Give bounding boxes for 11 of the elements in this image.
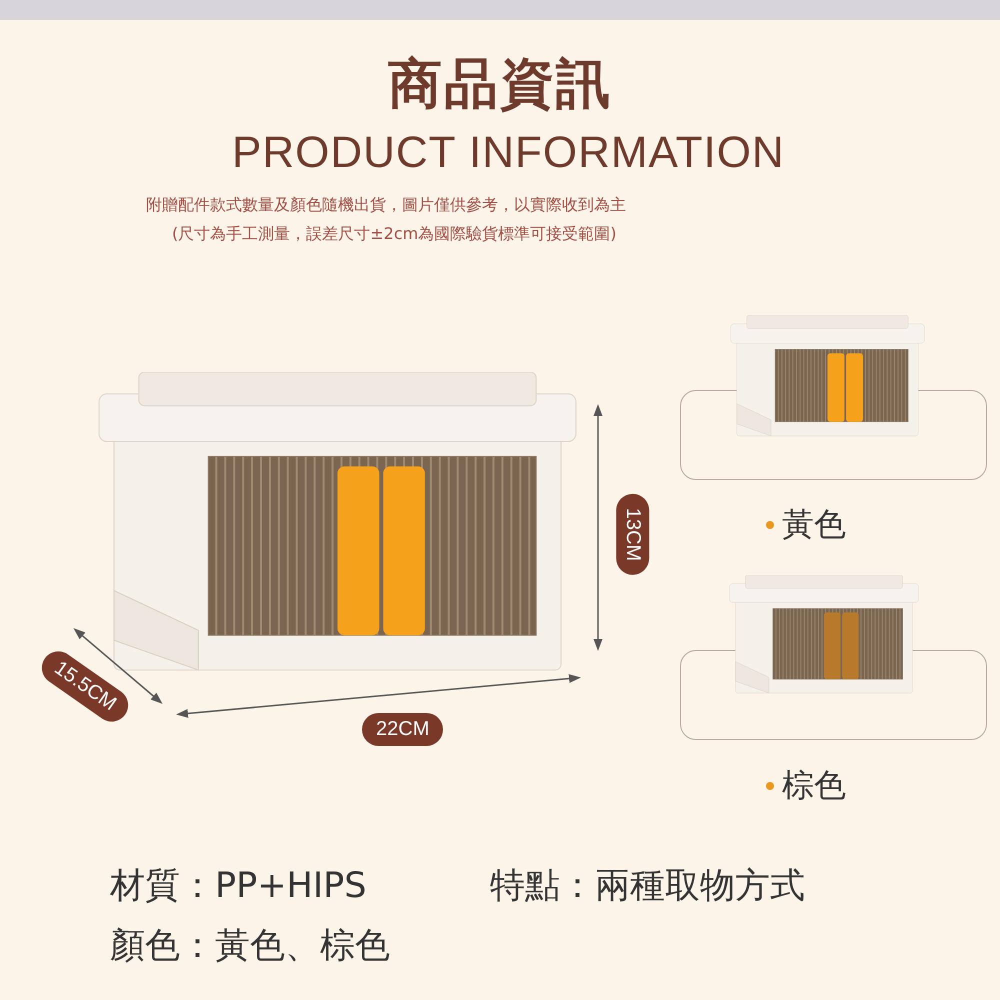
color-option-label: 黃色 (782, 504, 846, 545)
dimension-label: 22CM (362, 713, 444, 746)
subtitle: PRODUCT INFORMATION (232, 128, 785, 177)
spec-text: 特點：兩種取物方式 (490, 866, 805, 906)
spec-text: 材質：PP+HIPS (110, 866, 367, 906)
dimension-label: 13CM (616, 494, 650, 576)
color-option-label: 棕色 (782, 765, 846, 806)
spec-text: 顏色：黃色、棕色 (110, 926, 390, 966)
note-text: 附贈配件款式數量及顏色隨機出貨，圖片僅供參考，以實際收到為主 (146, 195, 626, 214)
title: 商品資訊 (388, 52, 612, 115)
note-text: (尺寸為手工測量，誤差尺寸±2cm為國際驗貨標準可接受範圍) (172, 224, 616, 243)
